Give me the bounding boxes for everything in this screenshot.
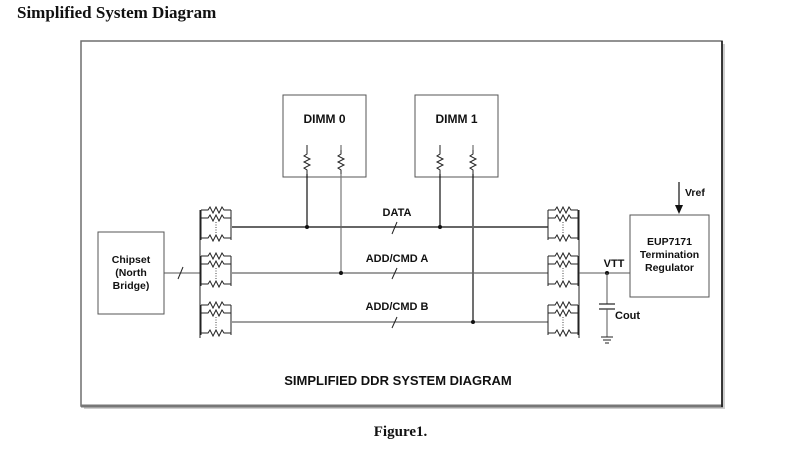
page-title: Simplified System Diagram <box>17 3 217 22</box>
chipset-label-line2: (North <box>115 267 147 279</box>
ground-icon <box>601 336 613 344</box>
termination-regulator-block: EUP7171 Termination Regulator <box>629 214 710 298</box>
junction-dot <box>438 225 442 229</box>
capacitor-icon <box>599 273 615 337</box>
regulator-label-line2: Termination <box>640 249 699 261</box>
chipset-label-line3: Bridge) <box>113 280 150 292</box>
regulator-label-line3: Regulator <box>645 262 694 274</box>
bus-width-slash <box>177 266 184 280</box>
cout-label: Cout <box>615 310 640 322</box>
vtt-label: VTT <box>604 258 625 270</box>
dimm-1-label: DIMM 1 <box>436 112 478 126</box>
vref-label: Vref <box>685 187 705 199</box>
dimm-0-label: DIMM 0 <box>304 112 346 126</box>
chipset-label-line1: Chipset <box>112 254 151 266</box>
bus-width-slash <box>391 316 398 329</box>
bus-width-slash <box>391 221 398 235</box>
junction-dot <box>471 320 475 324</box>
chipset-block: Chipset (North Bridge) <box>97 231 165 315</box>
diagram-heading: SIMPLIFIED DDR SYSTEM DIAGRAM <box>284 373 512 388</box>
dimm-0: DIMM 0 <box>282 94 367 178</box>
bus-addcmd-b-label: ADD/CMD B <box>366 301 429 313</box>
bus-addcmd-a-label: ADD/CMD A <box>366 253 429 265</box>
vref-arrow-icon <box>675 182 683 214</box>
junction-dot <box>305 225 309 229</box>
bus-data-label: DATA <box>383 207 412 219</box>
dimm-1: DIMM 1 <box>414 94 499 178</box>
regulator-label-line1: EUP7171 <box>647 236 692 248</box>
figure-caption: Figure1. <box>373 424 428 440</box>
bus-width-slash <box>391 267 398 280</box>
diagram-frame <box>80 40 723 407</box>
junction-dot <box>339 271 343 275</box>
